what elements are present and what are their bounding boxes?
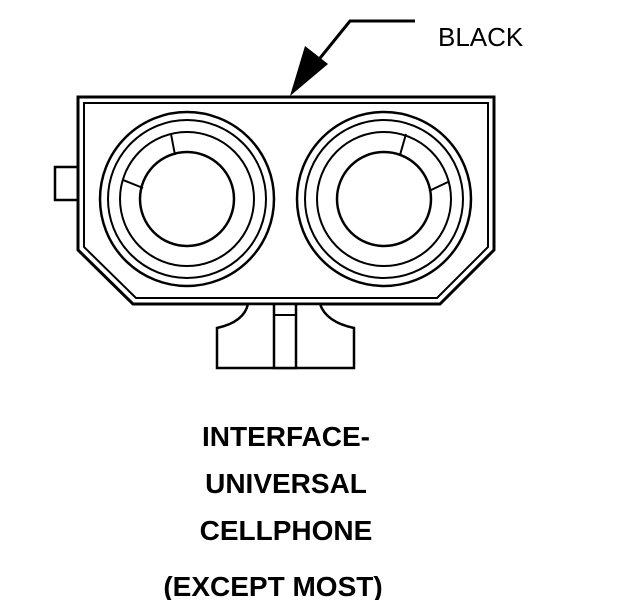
wire-color-label: BLACK: [438, 22, 524, 52]
right-cavity-inner-ring: [316, 131, 452, 267]
right-cavity-middle-ring: [304, 119, 464, 279]
leader-arrowhead: [290, 46, 328, 96]
leader-line: [310, 19, 415, 69]
left-cavity-inner-ring: [119, 131, 255, 267]
left-cavity-outer-ring: [98, 110, 276, 288]
connector-housing-inner: [83, 102, 489, 299]
left-terminal-cavity: [98, 110, 276, 288]
caption-line-4: (EXCEPT MOST): [163, 571, 382, 600]
latch-tab: [53, 165, 80, 202]
right-terminal-pin: [335, 150, 433, 248]
right-cavity-outer-ring: [295, 110, 473, 288]
right-key-notch-top: [399, 133, 407, 156]
connector-caption: INTERFACE- UNIVERSAL CELLPHONE (EXCEPT M…: [163, 421, 382, 600]
right-key-notch-side: [428, 181, 449, 192]
left-key-notch-side: [122, 179, 144, 189]
left-cavity-middle-ring: [107, 119, 267, 279]
caption-line-2: UNIVERSAL: [205, 468, 367, 499]
locking-lever: [215, 302, 356, 370]
lever-center-slot: [272, 302, 298, 370]
connector-housing-outer: [76, 95, 496, 306]
caption-line-1: INTERFACE-: [202, 421, 370, 452]
left-key-notch-top: [170, 133, 176, 156]
caption-line-3: CELLPHONE: [200, 515, 373, 546]
callout-leader: [310, 19, 415, 69]
left-terminal-pin: [138, 150, 236, 248]
right-terminal-cavity: [295, 110, 473, 288]
